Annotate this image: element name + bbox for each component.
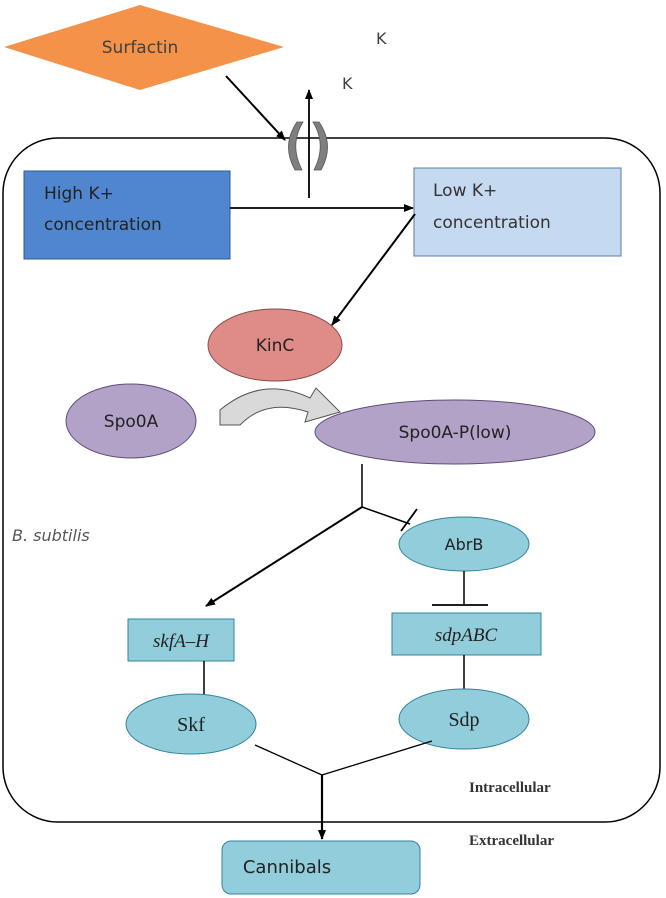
organism-label: B. subtilis: [12, 526, 90, 545]
spo0a-label: Spo0A: [104, 412, 159, 432]
high-k-box: [23, 170, 231, 260]
cell-membrane: [2, 137, 661, 823]
branch-to-skf-arrow: [205, 506, 363, 607]
ion-channel: [288, 121, 328, 171]
kinc-label: KinC: [256, 336, 295, 356]
phosphorylation-arrow: [219, 387, 341, 426]
intracellular-label: Intracellular: [469, 780, 551, 796]
cannibals-label: Cannibals: [243, 857, 331, 878]
surfactin-to-channel-arrow: [225, 75, 286, 141]
spo0a-p-node: [314, 399, 596, 465]
skfah-gene-box: [127, 618, 235, 662]
sdp-merge-line: [321, 740, 433, 776]
abrb-inhibition-bar: [400, 508, 418, 532]
skf-merge-line: [254, 744, 323, 776]
sdp-node: [398, 688, 530, 750]
low-k-to-kinc-arrow: [331, 213, 416, 326]
low-k-box: [413, 167, 622, 257]
high-k-label-line2: concentration: [44, 215, 162, 235]
surfactin-shape: [4, 5, 284, 90]
spo0a-p-label: Spo0A-P(low): [399, 423, 512, 443]
spo0a-node: [65, 383, 197, 459]
skf-node: [125, 693, 257, 755]
sdpabc-gene-box: [391, 612, 542, 656]
extracellular-label: Extracellular: [469, 833, 554, 849]
surfactin-label: Surfactin: [102, 38, 178, 58]
kinc-node: [207, 308, 343, 382]
abrb-label: AbrB: [445, 535, 484, 554]
low-k-label-line2: concentration: [433, 213, 551, 233]
skf-label: Skf: [177, 714, 205, 736]
k-ion-label-1: K: [376, 29, 387, 48]
branch-to-abrb-inhibition: [361, 506, 411, 525]
sdp-label: Sdp: [448, 709, 479, 731]
k-ion-label-2: K: [342, 74, 353, 93]
sdpabc-label: sdpABC: [435, 625, 498, 646]
low-k-label-line1: Low K+: [433, 181, 497, 201]
high-k-label-line1: High K+: [44, 184, 114, 204]
cannibals-box: [221, 840, 421, 895]
skfah-label: skfA–H: [153, 631, 210, 652]
